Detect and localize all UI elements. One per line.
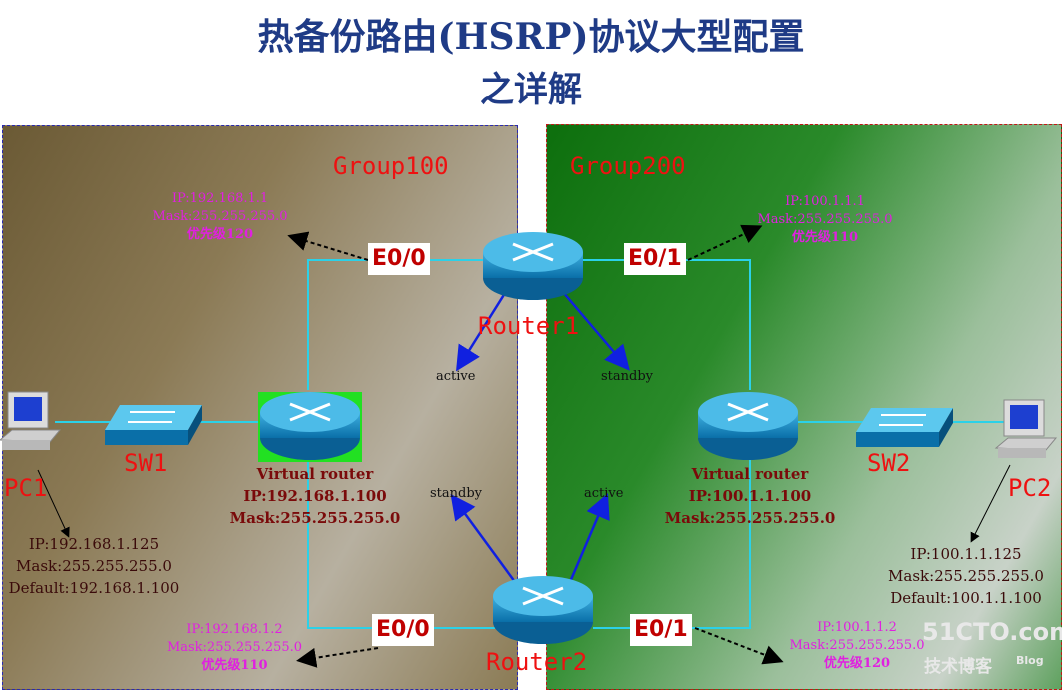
watermark-blog: Blog: [1016, 654, 1044, 667]
r2-e00-label: E0/0: [372, 614, 434, 646]
pointer-r1-e00: [287, 231, 369, 261]
router2-icon: [493, 576, 593, 644]
diagram-title: 热备份路由(HSRP)协议大型配置: [257, 16, 805, 58]
virtual-router-left-mask: Mask:255.255.255.0: [229, 509, 401, 527]
pc1-gateway: Default:192.168.1.100: [8, 579, 180, 597]
virtual-router-right-name: Virtual router: [691, 465, 809, 483]
pc2-label: PC2: [1008, 474, 1052, 502]
r2-e01-info: IP:100.1.1.2 Mask:255.255.255.0 优先级120: [772, 619, 942, 673]
r2-e01-priority: 优先级120: [823, 656, 891, 671]
pc1-mask: Mask:255.255.255.0: [16, 557, 172, 575]
r1-e01-priority: 优先级110: [791, 230, 859, 245]
sw2-label: SW2: [867, 449, 911, 477]
diagram-subtitle: 之详解: [480, 70, 582, 110]
r2-e00-mask: Mask:255.255.255.0: [166, 640, 303, 655]
virtual-router-left-name: Virtual router: [256, 465, 374, 483]
r1-e00-ip: IP:192.168.1.1: [171, 191, 269, 206]
pointer-r2-e00: [296, 647, 379, 668]
r1-e01-label: E0/1: [624, 243, 686, 275]
router1-icon: [483, 232, 583, 300]
r1-standby-label: standby: [601, 369, 654, 384]
sw1-icon: [105, 405, 202, 445]
pc2-mask: Mask:255.255.255.0: [888, 567, 1044, 585]
sw1-label: SW1: [124, 449, 168, 477]
r2-active-label: active: [584, 486, 624, 501]
r2-e01-mask: Mask:255.255.255.0: [789, 638, 925, 653]
r1-e01-mask: Mask:255.255.255.0: [757, 212, 893, 227]
pc2-icon: [994, 399, 1058, 458]
r1-e00-priority: 优先级120: [186, 227, 254, 242]
group200-label: Group200: [570, 152, 686, 180]
r1-e00-info: IP:192.168.1.1 Mask:255.255.255.0 优先级120: [145, 190, 295, 244]
virtual-router-right-icon: [698, 392, 798, 460]
r2-e00-priority: 优先级110: [201, 658, 268, 673]
pc2-gateway: Default:100.1.1.100: [890, 589, 1042, 607]
arrow-r2-active: [568, 493, 610, 583]
virtual-router-left-info: Virtual router IP:192.168.1.100 Mask:255…: [220, 463, 410, 529]
r1-active-label: active: [436, 369, 476, 384]
r2-e01-ip: IP:100.1.1.2: [817, 620, 897, 635]
pointer-r2-e01: [694, 627, 784, 665]
virtual-router-left-icon: [260, 392, 360, 460]
virtual-router-left-ip: IP:192.168.1.100: [243, 487, 387, 505]
r1-e01-info: IP:100.1.1.1 Mask:255.255.255.0 优先级110: [740, 193, 910, 247]
pc1-label: PC1: [4, 474, 48, 502]
pc1-icon: [0, 391, 62, 450]
virtual-router-right-ip: IP:100.1.1.100: [688, 487, 812, 505]
virtual-router-right-mask: Mask:255.255.255.0: [664, 509, 836, 527]
pc1-ip: IP:192.168.1.125: [28, 535, 160, 553]
r2-standby-label: standby: [430, 486, 483, 501]
r2-e00-ip: IP:192.168.1.2: [186, 622, 283, 637]
watermark-sub: 技术博客: [924, 657, 992, 677]
router1-label: Router1: [478, 312, 580, 340]
pointer-pc1: [37, 469, 70, 538]
r1-e00-mask: Mask:255.255.255.0: [152, 209, 288, 224]
pc2-ip: IP:100.1.1.125: [910, 545, 1022, 563]
r1-e01-ip: IP:100.1.1.1: [785, 194, 865, 209]
r2-e00-info: IP:192.168.1.2 Mask:255.255.255.0 优先级110: [152, 621, 317, 675]
group100-label: Group100: [333, 152, 449, 180]
pc2-info: IP:100.1.1.125 Mask:255.255.255.0 Defaul…: [878, 543, 1054, 609]
arrow-r1-standby: [556, 284, 630, 371]
pointer-pc2: [970, 464, 1011, 543]
router2-label: Router2: [486, 648, 588, 676]
watermark-logo: 51CTO.com: [922, 618, 1062, 646]
virtual-router-right-info: Virtual router IP:100.1.1.100 Mask:255.2…: [655, 463, 845, 529]
r1-e00-label: E0/0: [368, 243, 430, 275]
arrow-r1-active: [456, 284, 512, 372]
r2-e01-label: E0/1: [630, 614, 692, 646]
sw2-icon: [856, 408, 953, 447]
pc1-info: IP:192.168.1.125 Mask:255.255.255.0 Defa…: [6, 533, 182, 599]
pointer-r1-e01: [687, 224, 763, 261]
arrow-r2-standby: [450, 493, 517, 583]
